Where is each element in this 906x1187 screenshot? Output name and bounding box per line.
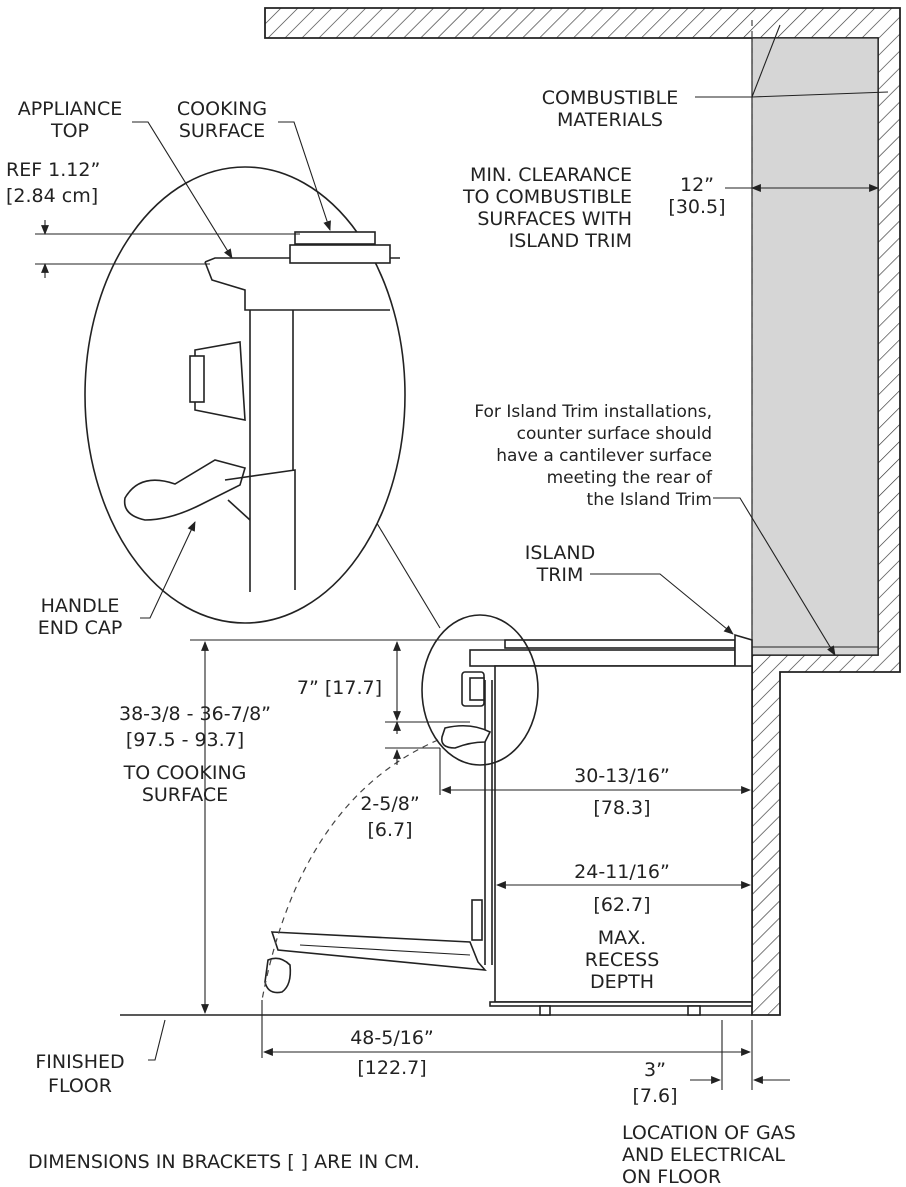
island-note-line-2: counter surface should xyxy=(517,424,712,444)
cooking-surface-label-2: SURFACE xyxy=(179,120,265,142)
clearance-12-label-1: 12” xyxy=(680,174,714,196)
dim-30-label-2: [78.3] xyxy=(593,797,650,819)
island-note-line-4: meeting the rear of xyxy=(547,468,713,488)
gas-location-label-3: ON FLOOR xyxy=(622,1166,721,1187)
handle-end-cap-label-1: HANDLE xyxy=(41,595,120,617)
height-dim-label-4: SURFACE xyxy=(142,784,228,806)
dim-3-label-1: 3” xyxy=(644,1059,666,1081)
appliance-top-label-2: TOP xyxy=(50,120,89,142)
appliance-top-label-1: APPLIANCE xyxy=(18,98,123,120)
min-clearance-label-4: ISLAND TRIM xyxy=(509,230,632,252)
dimension-lines xyxy=(35,184,879,1090)
dim-3-label-2: [7.6] xyxy=(632,1085,677,1107)
island-trim-label-2: TRIM xyxy=(536,564,584,586)
handle-end-cap-label-2: END CAP xyxy=(38,617,123,639)
dim-30-label-1: 30-13/16” xyxy=(574,765,670,787)
min-clearance-label-1: MIN. CLEARANCE xyxy=(470,164,632,186)
dim-24-label-2: [62.7] xyxy=(593,894,650,916)
recess-label-1: MAX. xyxy=(598,927,646,949)
gas-location-label-2: AND ELECTRICAL xyxy=(622,1144,785,1166)
clearance-12-label-2: [30.5] xyxy=(668,196,725,218)
height-dim-label-1: 38-3/8 - 36-7/8” xyxy=(119,703,271,725)
cooking-surface-label-1: COOKING xyxy=(177,98,267,120)
finished-floor-label-1: FINISHED xyxy=(35,1051,124,1073)
island-note-line-1: For Island Trim installations, xyxy=(474,402,712,422)
finished-floor-label-2: FLOOR xyxy=(48,1075,112,1097)
dim-48-label-2: [122.7] xyxy=(357,1057,426,1079)
range-side-view xyxy=(261,633,753,1016)
island-note-line-5: the Island Trim xyxy=(587,490,712,510)
dim-48-label-1: 48-5/16” xyxy=(350,1027,434,1049)
detail-magnifier xyxy=(84,166,539,766)
recess-label-3: DEPTH xyxy=(590,971,654,993)
leader-lines xyxy=(132,24,889,1061)
units-footnote: DIMENSIONS IN BRACKETS [ ] ARE IN CM. xyxy=(28,1151,420,1173)
recess-label-2: RECESS xyxy=(585,949,660,971)
dim-7-label: 7” [17.7] xyxy=(297,677,382,699)
island-trim-label-1: ISLAND xyxy=(525,542,596,564)
height-dim-label-2: [97.5 - 93.7] xyxy=(126,729,244,751)
ref-dimension-label-2: [2.84 cm] xyxy=(6,185,98,207)
combustible-label-1: COMBUSTIBLE xyxy=(542,87,678,109)
island-note-line-3: have a cantilever surface xyxy=(496,446,712,466)
min-clearance-label-3: SURFACES WITH xyxy=(477,208,632,230)
height-dim-label-3: TO COOKING xyxy=(123,762,247,784)
ref-dimension-label-1: REF 1.12” xyxy=(6,159,100,181)
dim-24-label-1: 24-11/16” xyxy=(574,861,670,883)
min-clearance-label-2: TO COMBUSTIBLE xyxy=(462,186,632,208)
dim-2-5-8-label-2: [6.7] xyxy=(367,819,412,841)
dim-2-5-8-label-1: 2-5/8” xyxy=(360,793,419,815)
gas-location-label-1: LOCATION OF GAS xyxy=(622,1122,796,1144)
text-labels: APPLIANCE TOP COOKING SURFACE REF 1.12” … xyxy=(6,87,796,1187)
combustible-label-2: MATERIALS xyxy=(557,109,663,131)
